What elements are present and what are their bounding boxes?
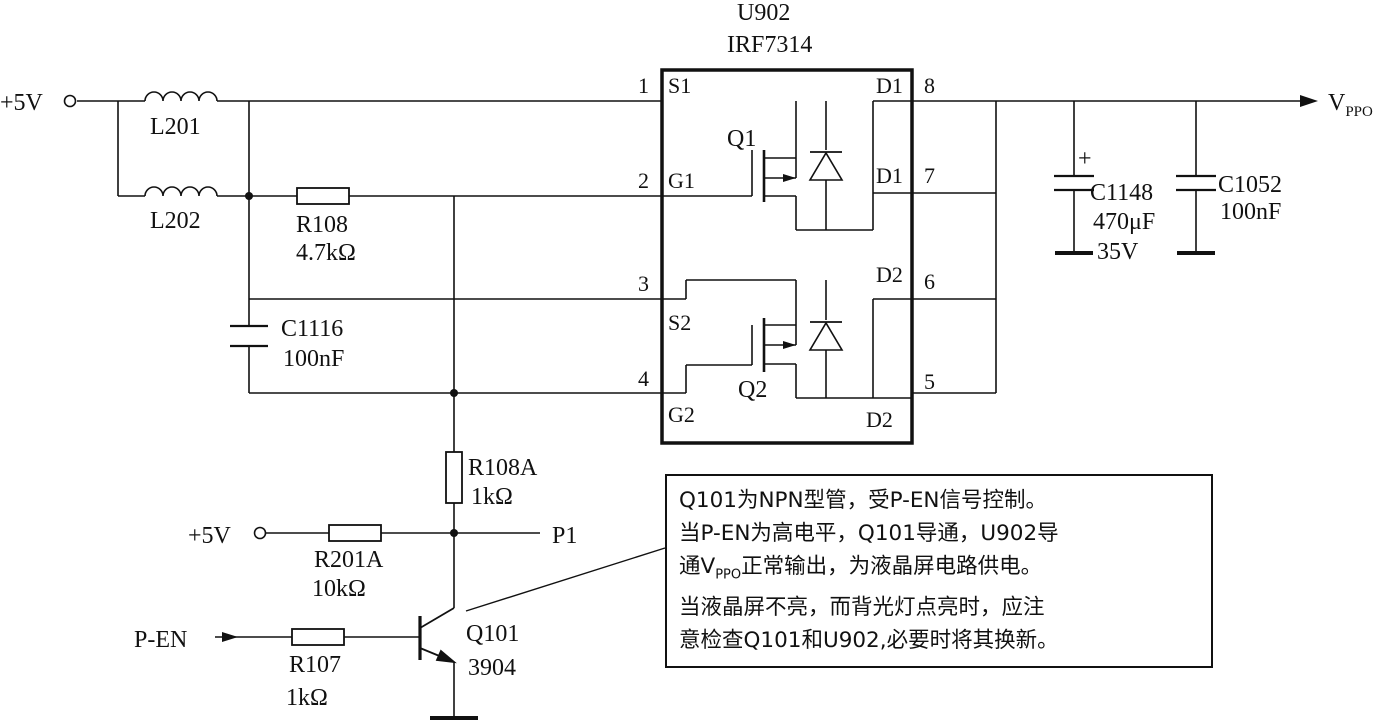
q101-ref: Q101 [466, 621, 519, 647]
pin-name-g1: G1 [668, 168, 695, 193]
callout-leader-line [465, 547, 666, 612]
c1052-value: 100nF [1220, 199, 1281, 225]
terminal-5v-top [63, 94, 77, 108]
pin-number: 4 [638, 366, 649, 391]
r108-ref: R108 [296, 212, 348, 238]
resistor-r107 [291, 628, 345, 646]
diode-q2-icon [808, 321, 844, 351]
inductor-l201 [144, 91, 218, 102]
ic-u902-body [660, 68, 914, 445]
c1148-polarity: + [1078, 146, 1092, 172]
mosfet-q2-label: Q2 [738, 377, 767, 403]
r108a-value: 1kΩ [471, 484, 513, 510]
r107-ref: R107 [289, 652, 341, 678]
pin-name-d2: D2 [876, 262, 903, 287]
note-line: 当P-EN为高电平，Q101导通，U902导 [679, 521, 1059, 546]
annotation-note: Q101为NPN型管，受P-EN信号控制。 当P-EN为高电平，Q101导通，U… [665, 474, 1213, 668]
c1148-ref: C1148 [1090, 180, 1153, 206]
r201a-value: 10kΩ [312, 576, 366, 602]
diode-q1-icon [808, 151, 844, 181]
terminal-5v-bottom [253, 526, 267, 540]
inductor-l202 [144, 186, 218, 197]
pin-name-g2: G2 [668, 402, 695, 427]
pin-number: 7 [924, 163, 935, 188]
c1116-value: 100nF [283, 346, 344, 372]
signal-p1-label: P1 [552, 523, 577, 549]
ic-ref-label: U902 [737, 0, 790, 26]
q101-value: 3904 [468, 655, 516, 681]
pin-number: 2 [638, 168, 649, 193]
supply-label-top: +5V [0, 90, 44, 116]
r108a-ref: R108A [468, 455, 538, 481]
c1148-value: 470μF [1093, 209, 1155, 235]
pin-name-s2: S2 [668, 310, 691, 335]
resistor-r201a [328, 524, 382, 542]
ic-part-label: IRF7314 [727, 32, 812, 58]
c1052-ref: C1052 [1218, 172, 1282, 198]
pin-number: 3 [638, 271, 649, 296]
output-label: VPPO [1328, 90, 1373, 120]
mosfet-q2 [662, 279, 912, 399]
signal-pen-label: P-EN [134, 627, 187, 653]
pin-name-d1: D1 [876, 73, 903, 98]
output-arrow-icon [1300, 95, 1318, 107]
note-line: 通VPPO正常输出，为液晶屏电路供电。 [679, 554, 1043, 583]
supply-label-bottom: +5V [188, 523, 232, 549]
input-arrow-icon [222, 632, 238, 642]
mosfet-q1 [662, 100, 912, 231]
mosfet-q1-label: Q1 [727, 126, 756, 152]
note-line: 意检查Q101和U902,必要时将其换新。 [679, 628, 1059, 654]
pin-number: 6 [924, 269, 935, 294]
r108-value: 4.7kΩ [296, 240, 356, 266]
junction-dot [450, 389, 458, 397]
junction-dot [245, 192, 253, 200]
pin-name-d2: D2 [866, 407, 893, 432]
c1116-ref: C1116 [281, 316, 343, 342]
pin-number: 1 [638, 73, 649, 98]
transistor-q101 [418, 607, 457, 664]
l202-label: L202 [150, 208, 201, 234]
junction-dot [450, 529, 458, 537]
resistor-r108 [296, 187, 350, 205]
pin-number: 8 [924, 73, 935, 98]
pin-name-s1: S1 [668, 73, 691, 98]
pin-number: 5 [924, 369, 935, 394]
resistor-r108a [445, 451, 463, 504]
r201a-ref: R201A [314, 547, 384, 573]
r107-value: 1kΩ [286, 685, 328, 711]
note-line: 当液晶屏不亮，而背光灯点亮时，应注 [679, 595, 1045, 621]
pin-name-d1: D1 [876, 163, 903, 188]
c1148-voltage: 35V [1097, 239, 1139, 265]
l201-label: L201 [150, 114, 201, 140]
note-line: Q101为NPN型管，受P-EN信号控制。 [679, 488, 1048, 513]
